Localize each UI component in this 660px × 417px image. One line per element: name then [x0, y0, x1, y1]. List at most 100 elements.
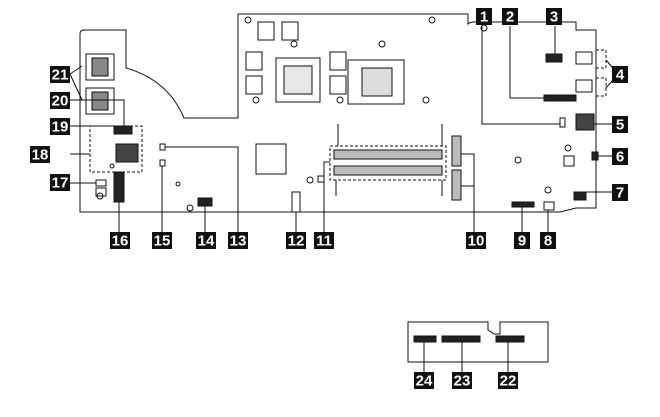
mount-hole: [109, 163, 115, 169]
callout-badge-bg: [612, 66, 628, 83]
small-component: [95, 187, 107, 197]
connector-18: [115, 143, 139, 163]
connector-9: [511, 201, 535, 208]
vram-chip: [245, 75, 263, 95]
callout-badge-23: 23: [452, 372, 472, 390]
callout-badge-bg: [612, 148, 628, 165]
connector-16: [113, 171, 125, 203]
mount-hole: [564, 144, 572, 152]
dashed-outlines: [89, 49, 607, 181]
dashed-group-11: [329, 145, 447, 181]
callout-badge-18: 18: [30, 146, 50, 164]
callout-badge-14: 14: [196, 232, 216, 250]
connector-4a: [575, 51, 593, 65]
connector-5: [575, 113, 595, 131]
callout-badge-19: 19: [50, 118, 70, 136]
callout-number: 23: [454, 373, 471, 390]
callout-badge-1: 1: [476, 8, 492, 26]
cpu-die: [361, 67, 393, 97]
callout-badge-10: 10: [466, 232, 486, 250]
callout-badge-24: 24: [414, 372, 434, 390]
vram-chip: [281, 21, 299, 41]
mount-hole: [544, 186, 552, 194]
sub-card-connector-24: [413, 335, 437, 343]
callout-number: 11: [316, 233, 332, 250]
mount-hole: [290, 40, 298, 48]
connector-6: [591, 151, 599, 161]
callout-badge-bg: [546, 8, 562, 25]
vram-chip: [329, 75, 347, 95]
usb-port-lower-inner: [91, 91, 109, 111]
mount-hole: [306, 176, 314, 184]
callout-badge-bg: [612, 184, 628, 201]
callout-number: 15: [154, 233, 171, 250]
sub-card: [407, 321, 549, 363]
callout-number: 4: [616, 67, 625, 84]
mount-hole: [422, 96, 430, 104]
callout-number: 24: [416, 373, 433, 390]
callout-number: 12: [288, 233, 305, 250]
leader-11: [323, 161, 330, 232]
callout-badge-12: 12: [286, 232, 306, 250]
sub-card-connector-22: [495, 335, 525, 343]
connector-13: [159, 143, 166, 151]
mount-hole: [378, 40, 386, 48]
leader-lines: [69, 26, 619, 372]
callout-badge-21: 21: [50, 66, 70, 84]
leader-21: [69, 65, 83, 101]
callout-badge-bg: [50, 92, 70, 109]
leader-20: [70, 99, 125, 126]
callout-badge-8: 8: [540, 232, 556, 250]
callout-badge-7: 7: [612, 184, 628, 202]
connectors: [85, 51, 599, 213]
connector-14: [197, 197, 213, 207]
connector-12: [291, 191, 301, 213]
gpu-die: [283, 65, 313, 95]
callout-badge-4: 4: [612, 66, 628, 84]
callout-number: 9: [518, 233, 526, 250]
connector-2: [543, 94, 577, 102]
callout-number: 14: [198, 233, 215, 250]
callout-number: 19: [52, 119, 69, 136]
connector-8: [543, 201, 555, 211]
small-component: [317, 175, 325, 183]
dashed-group-4: [596, 49, 607, 97]
callout-number: 10: [468, 233, 485, 250]
callout-badge-11: 11: [314, 232, 334, 250]
callout-badge-bg: [228, 232, 248, 249]
usb-port-upper-inner: [91, 57, 109, 77]
m2-slot-lower: [451, 169, 462, 201]
vram-chip: [329, 51, 347, 71]
callout-badge-3: 3: [546, 8, 562, 26]
callout-badge-bg: [286, 232, 306, 249]
callout-badge-bg: [498, 372, 518, 389]
connector-4b: [575, 79, 593, 93]
callout-badge-bg: [50, 118, 70, 135]
leader-2: [509, 26, 544, 99]
sub-card-connector-23: [441, 335, 481, 343]
connector-3: [545, 53, 563, 63]
small-component: [563, 155, 575, 167]
memory-slot-upper: [333, 149, 443, 160]
callout-badge-22: 22: [498, 372, 518, 390]
callout-badge-bg: [414, 372, 434, 389]
mount-hole: [252, 96, 260, 104]
callout-number: 17: [52, 175, 69, 192]
system-board: [79, 13, 597, 213]
callout-badge-bg: [612, 116, 628, 133]
callout-badge-16: 16: [110, 232, 130, 250]
memory-slot-lower: [333, 165, 443, 176]
connector-1: [559, 117, 566, 128]
connector-7: [573, 191, 587, 201]
callout-badge-15: 15: [152, 232, 172, 250]
memory-slots: [333, 124, 443, 196]
callout-badge-bg: [502, 8, 518, 25]
connector-19: [113, 125, 133, 135]
callout-number: 1: [480, 9, 488, 26]
callout-number: 16: [112, 233, 129, 250]
callout-badge-bg: [314, 232, 334, 249]
callout-badge-bg: [452, 372, 472, 389]
callout-badge-2: 2: [502, 8, 518, 26]
